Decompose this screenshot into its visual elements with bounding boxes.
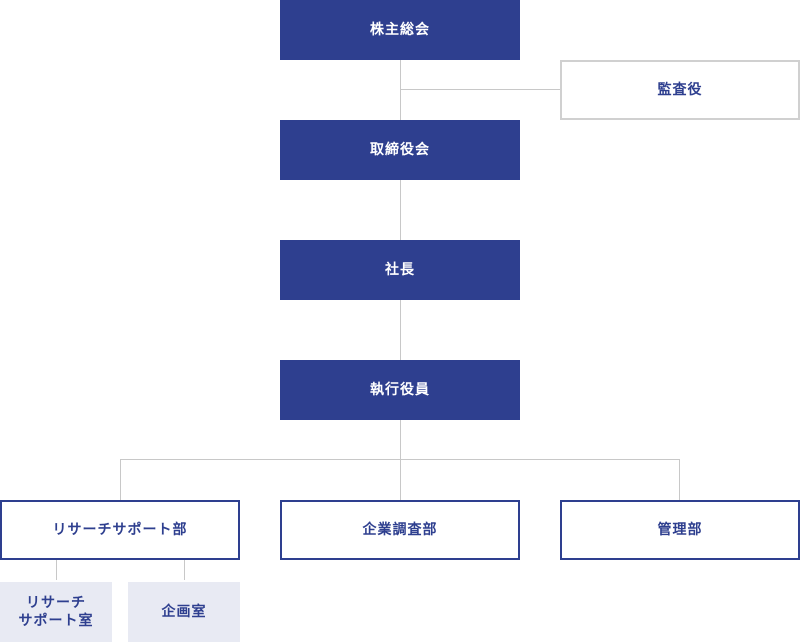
executive-officers-label: 執行役員 <box>370 382 430 398</box>
administration-dept-label: 管理部 <box>657 522 703 538</box>
shareholders-meeting-box: 株主総会 <box>280 0 520 60</box>
auditor-label: 監査役 <box>657 82 703 98</box>
board-of-directors-box: 取締役会 <box>280 120 520 180</box>
connector-executives-down <box>400 420 401 500</box>
board-of-directors-label: 取締役会 <box>370 142 430 158</box>
connector-to-administration-dept <box>679 459 680 500</box>
connector-shareholders-to-board <box>400 60 401 120</box>
administration-dept-box: 管理部 <box>560 500 800 560</box>
connector-to-research-support-dept <box>120 459 121 500</box>
planning-office-label: 企画室 <box>161 604 207 620</box>
connector-president-to-executives <box>400 300 401 360</box>
connector-to-research-support-office <box>56 560 57 580</box>
president-label: 社長 <box>385 262 415 278</box>
planning-office-box: 企画室 <box>128 582 240 642</box>
research-support-dept-label: リサーチサポート部 <box>52 522 188 538</box>
corporate-research-dept-label: 企業調査部 <box>362 522 438 538</box>
research-support-dept-box: リサーチサポート部 <box>0 500 240 560</box>
corporate-research-dept-box: 企業調査部 <box>280 500 520 560</box>
executive-officers-box: 執行役員 <box>280 360 520 420</box>
connector-board-to-president <box>400 180 401 240</box>
connector-department-horizontal <box>120 459 680 460</box>
president-box: 社長 <box>280 240 520 300</box>
connector-to-planning-office <box>184 560 185 580</box>
research-support-office-label: リサーチ サポート室 <box>18 595 94 629</box>
connector-to-auditor <box>400 89 561 90</box>
shareholders-meeting-label: 株主総会 <box>370 22 430 38</box>
auditor-box: 監査役 <box>560 60 800 120</box>
research-support-office-box: リサーチ サポート室 <box>0 582 112 642</box>
